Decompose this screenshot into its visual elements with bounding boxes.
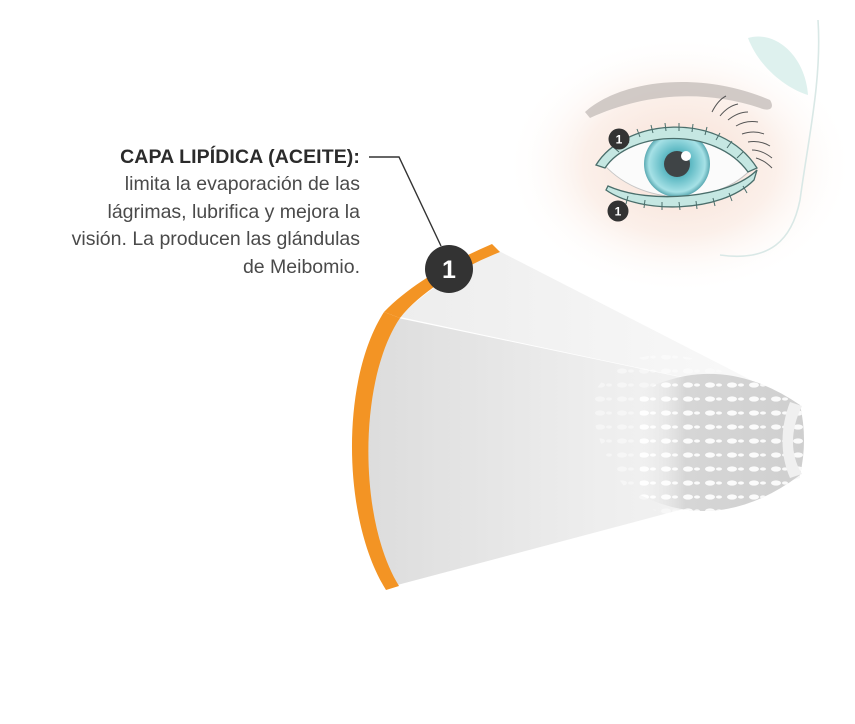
face-outline — [719, 19, 820, 257]
annotation-line: visión. La producen las glándulas — [71, 228, 360, 250]
eye-marker-upper: 1 — [608, 128, 630, 150]
lower-eyelid-segments — [625, 185, 748, 211]
tear-film-cross-section — [351, 244, 804, 590]
eyelashes — [711, 95, 773, 169]
eye-marker-upper-label: 1 — [616, 133, 623, 147]
annotation-line: limita la evaporación de las — [124, 173, 360, 195]
lipid-layer-front — [351, 312, 400, 590]
eye-reflection — [681, 151, 691, 161]
lipid-layer-annotation: CAPA LIPÍDICA (ACEITE): limita la evapor… — [10, 144, 360, 281]
eye-marker-lower-label: 1 — [615, 205, 622, 219]
leader-line — [369, 156, 442, 247]
annotation-title: CAPA LIPÍDICA (ACEITE): — [120, 146, 360, 168]
annotation-line: lágrimas, lubrifica y mejora la — [107, 200, 360, 223]
eye-marker-lower: 1 — [607, 200, 629, 222]
eye-illustration: 1 1 — [505, 19, 855, 295]
nose-highlight — [748, 36, 808, 95]
wedge-end-cap — [782, 402, 802, 478]
marker-lipid-layer-label: 1 — [442, 256, 456, 284]
lower-eyelid-band — [605, 169, 758, 208]
annotation-body: limita la evaporación de las lágrimas, l… — [10, 171, 360, 281]
lipid-bundle — [635, 373, 804, 511]
annotation-line: de Meibomio. — [242, 255, 360, 278]
marker-lipid-layer: 1 — [425, 245, 473, 293]
eyebrow — [585, 82, 772, 118]
